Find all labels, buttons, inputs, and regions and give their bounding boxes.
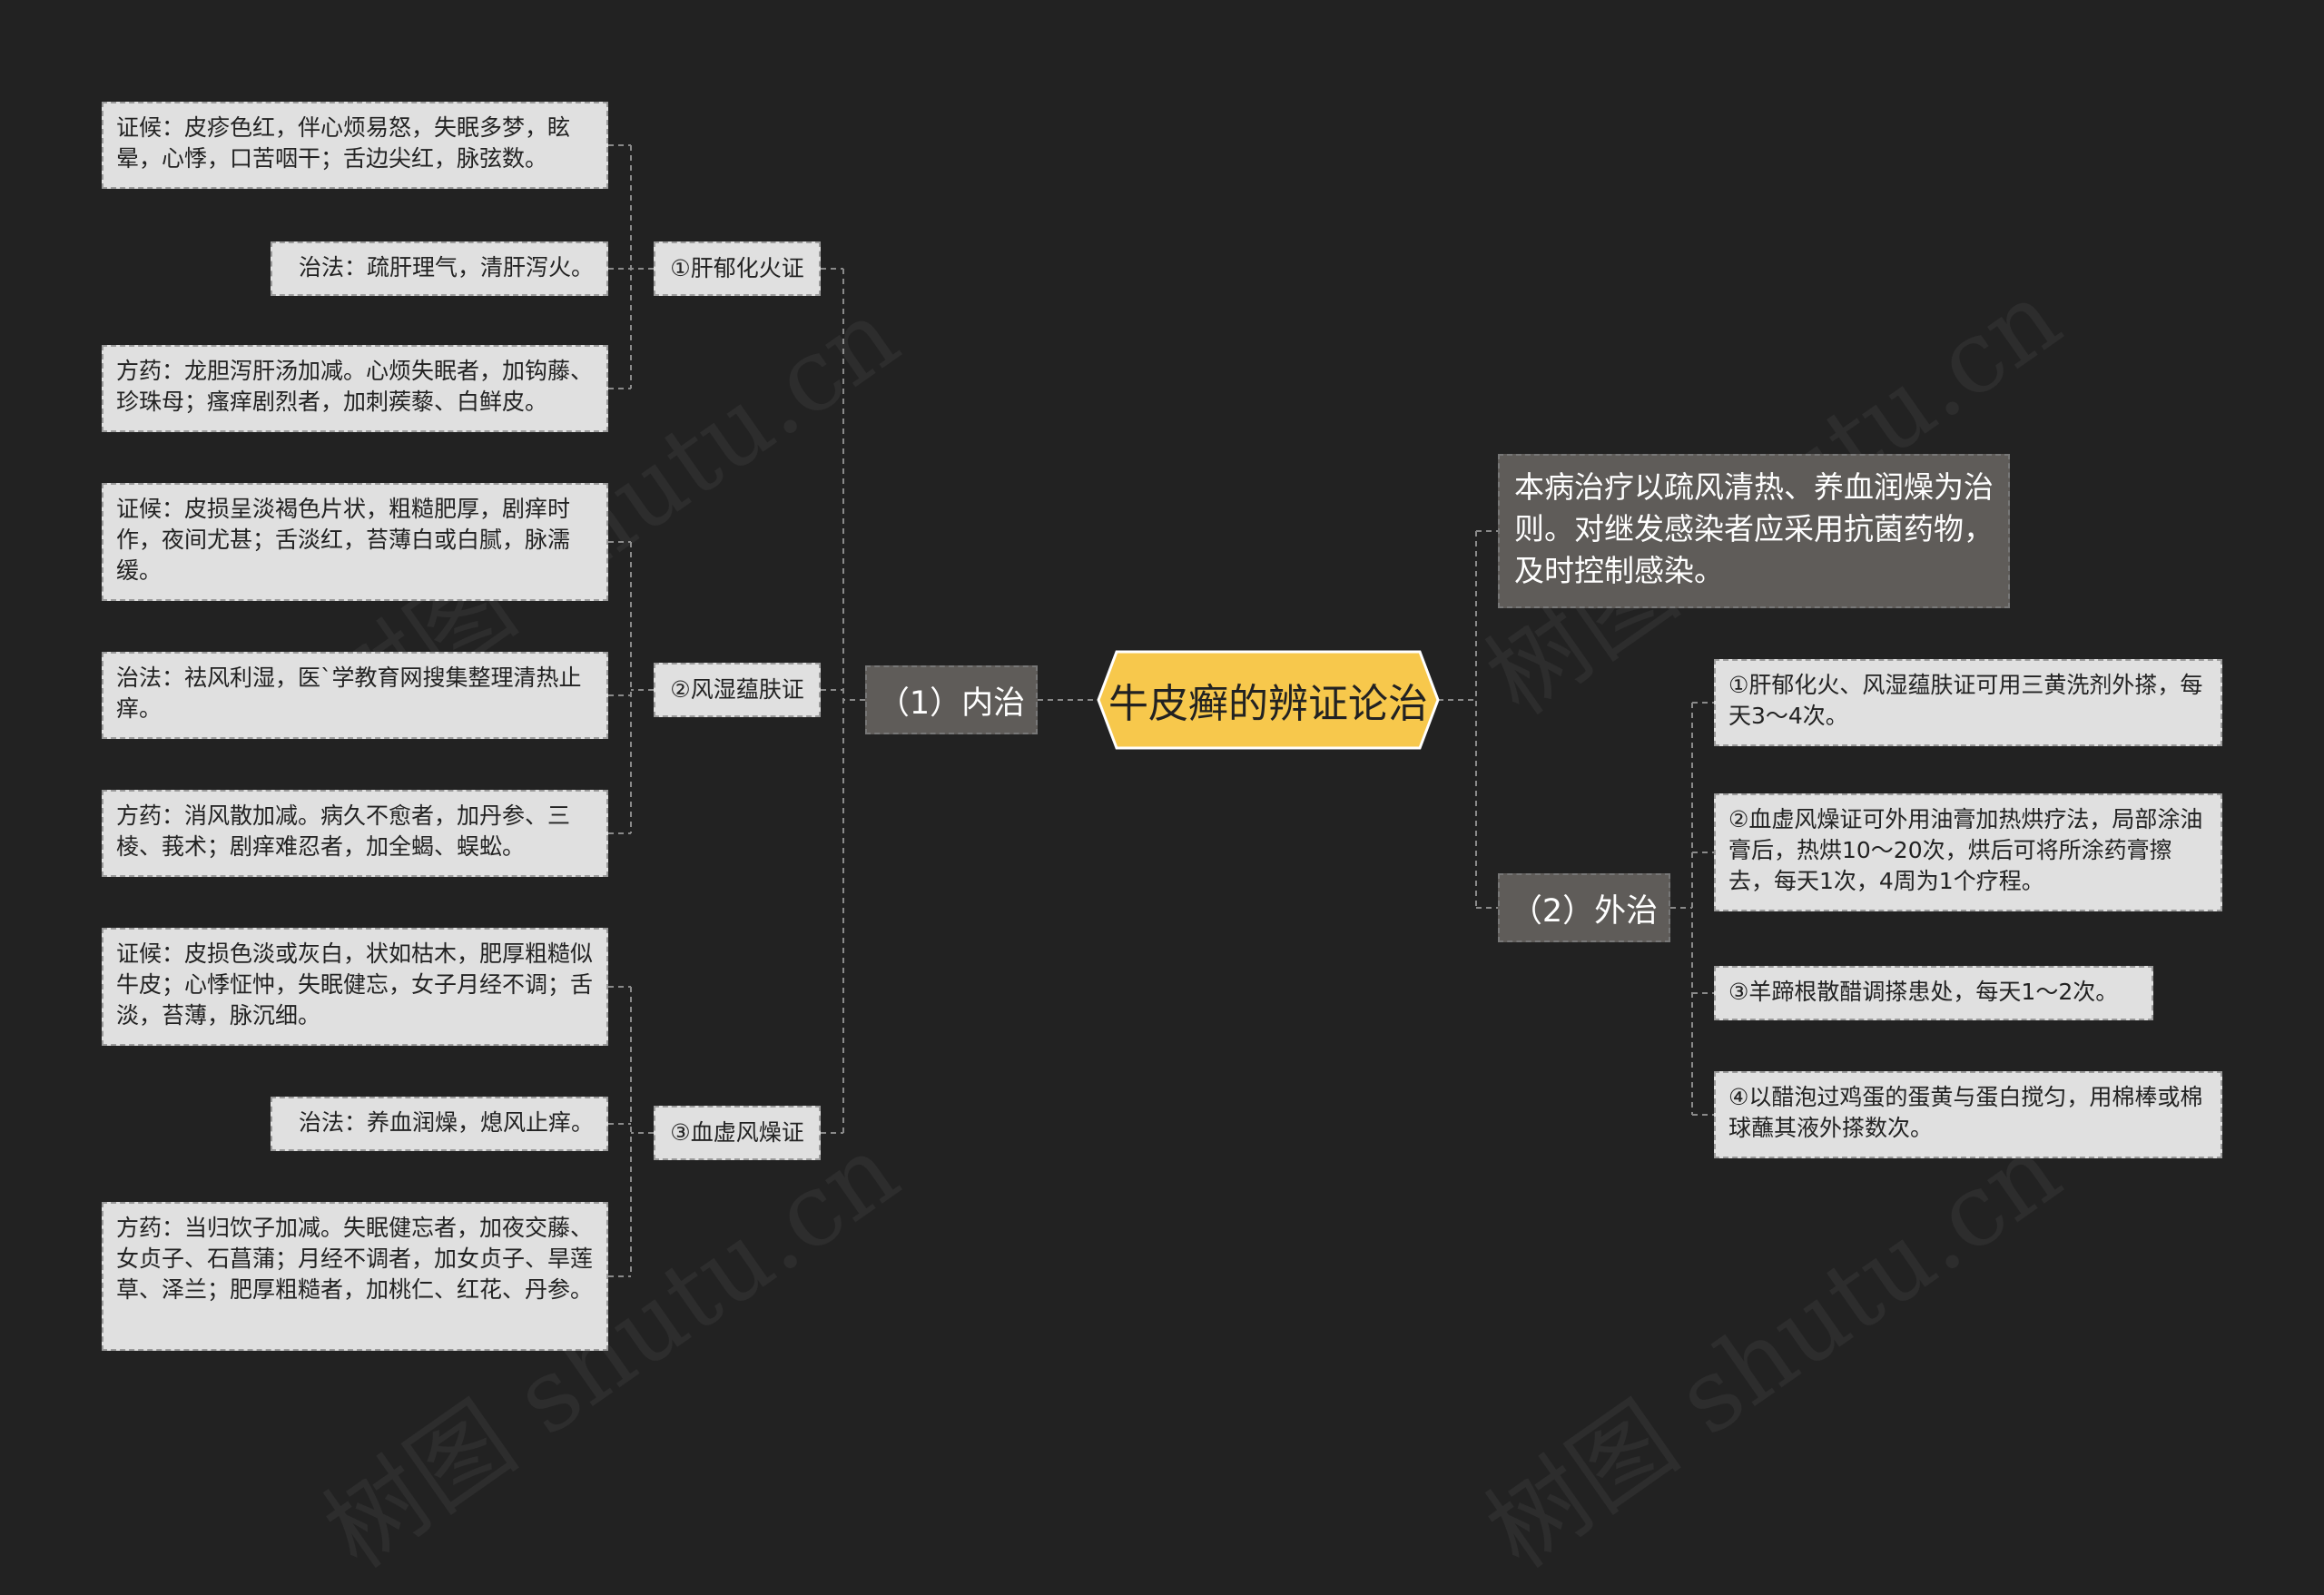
syndrome-blood-deficiency[interactable]: ③血虚风燥证 bbox=[654, 1106, 821, 1160]
root-topic-label: 牛皮癣的辨证论治 bbox=[1108, 681, 1428, 727]
root-shape bbox=[1097, 650, 1440, 750]
blood-deficiency-symptoms[interactable]: 证候：皮损色淡或灰白，状如枯木，肥厚粗糙似牛皮；心悸怔忡，失眠健忘，女子月经不调… bbox=[102, 928, 608, 1046]
branch-internal-treatment[interactable]: （1）内治 bbox=[865, 665, 1038, 734]
external-item-2[interactable]: ②血虚风燥证可外用油膏加热烘疗法，局部涂油膏后，热烘10～20次，烘后可将所涂药… bbox=[1714, 793, 2222, 911]
wind-damp-method[interactable]: 治法：祛风利湿，医`学教育网搜集整理清热止痒。 bbox=[102, 652, 608, 739]
wind-damp-prescription[interactable]: 方药：消风散加减。病久不愈者，加丹参、三棱、莪术；剧痒难忍者，加全蝎、蜈蚣。 bbox=[102, 790, 608, 877]
external-item-4[interactable]: ④以醋泡过鸡蛋的蛋黄与蛋白搅匀，用棉棒或棉球蘸其液外搽数次。 bbox=[1714, 1071, 2222, 1158]
liver-fire-prescription[interactable]: 方药：龙胆泻肝汤加减。心烦失眠者，加钩藤、珍珠母；瘙痒剧烈者，加刺蒺藜、白鲜皮。 bbox=[102, 345, 608, 432]
watermark-text: 树图 shutu.cn bbox=[1466, 1111, 2081, 1590]
blood-deficiency-prescription[interactable]: 方药：当归饮子加减。失眠健忘者，加夜交藤、女贞子、石菖蒲；月经不调者，加女贞子、… bbox=[102, 1202, 608, 1351]
blood-deficiency-method[interactable]: 治法：养血润燥，熄风止痒。 bbox=[271, 1097, 608, 1151]
liver-fire-symptoms[interactable]: 证候：皮疹色红，伴心烦易怒，失眠多梦，眩晕，心悸，口苦咽干；舌边尖红，脉弦数。 bbox=[102, 102, 608, 189]
external-item-1[interactable]: ①肝郁化火、风湿蕴肤证可用三黄洗剂外搽，每天3～4次。 bbox=[1714, 659, 2222, 746]
root-topic[interactable]: 牛皮癣的辨证论治 bbox=[1082, 650, 1454, 750]
syndrome-liver-fire[interactable]: ①肝郁化火证 bbox=[654, 241, 821, 296]
liver-fire-method[interactable]: 治法：疏肝理气，清肝泻火。 bbox=[271, 241, 608, 296]
external-item-3[interactable]: ③羊蹄根散醋调搽患处，每天1～2次。 bbox=[1714, 966, 2153, 1020]
mind-map-canvas: 树图 shutu.cn 树图 shutu.cn 树图 shutu.cn 树图 s… bbox=[102, 102, 2222, 1590]
wind-damp-symptoms[interactable]: 证候：皮损呈淡褐色片状，粗糙肥厚，剧痒时作，夜间尤甚；舌淡红，苔薄白或白腻，脉濡… bbox=[102, 483, 608, 601]
treatment-principle-note[interactable]: 本病治疗以疏风清热、养血润燥为治则。对继发感染者应采用抗菌药物，及时控制感染。 bbox=[1498, 454, 2010, 608]
syndrome-wind-damp[interactable]: ②风湿蕴肤证 bbox=[654, 663, 821, 717]
branch-external-treatment[interactable]: （2）外治 bbox=[1498, 873, 1670, 942]
